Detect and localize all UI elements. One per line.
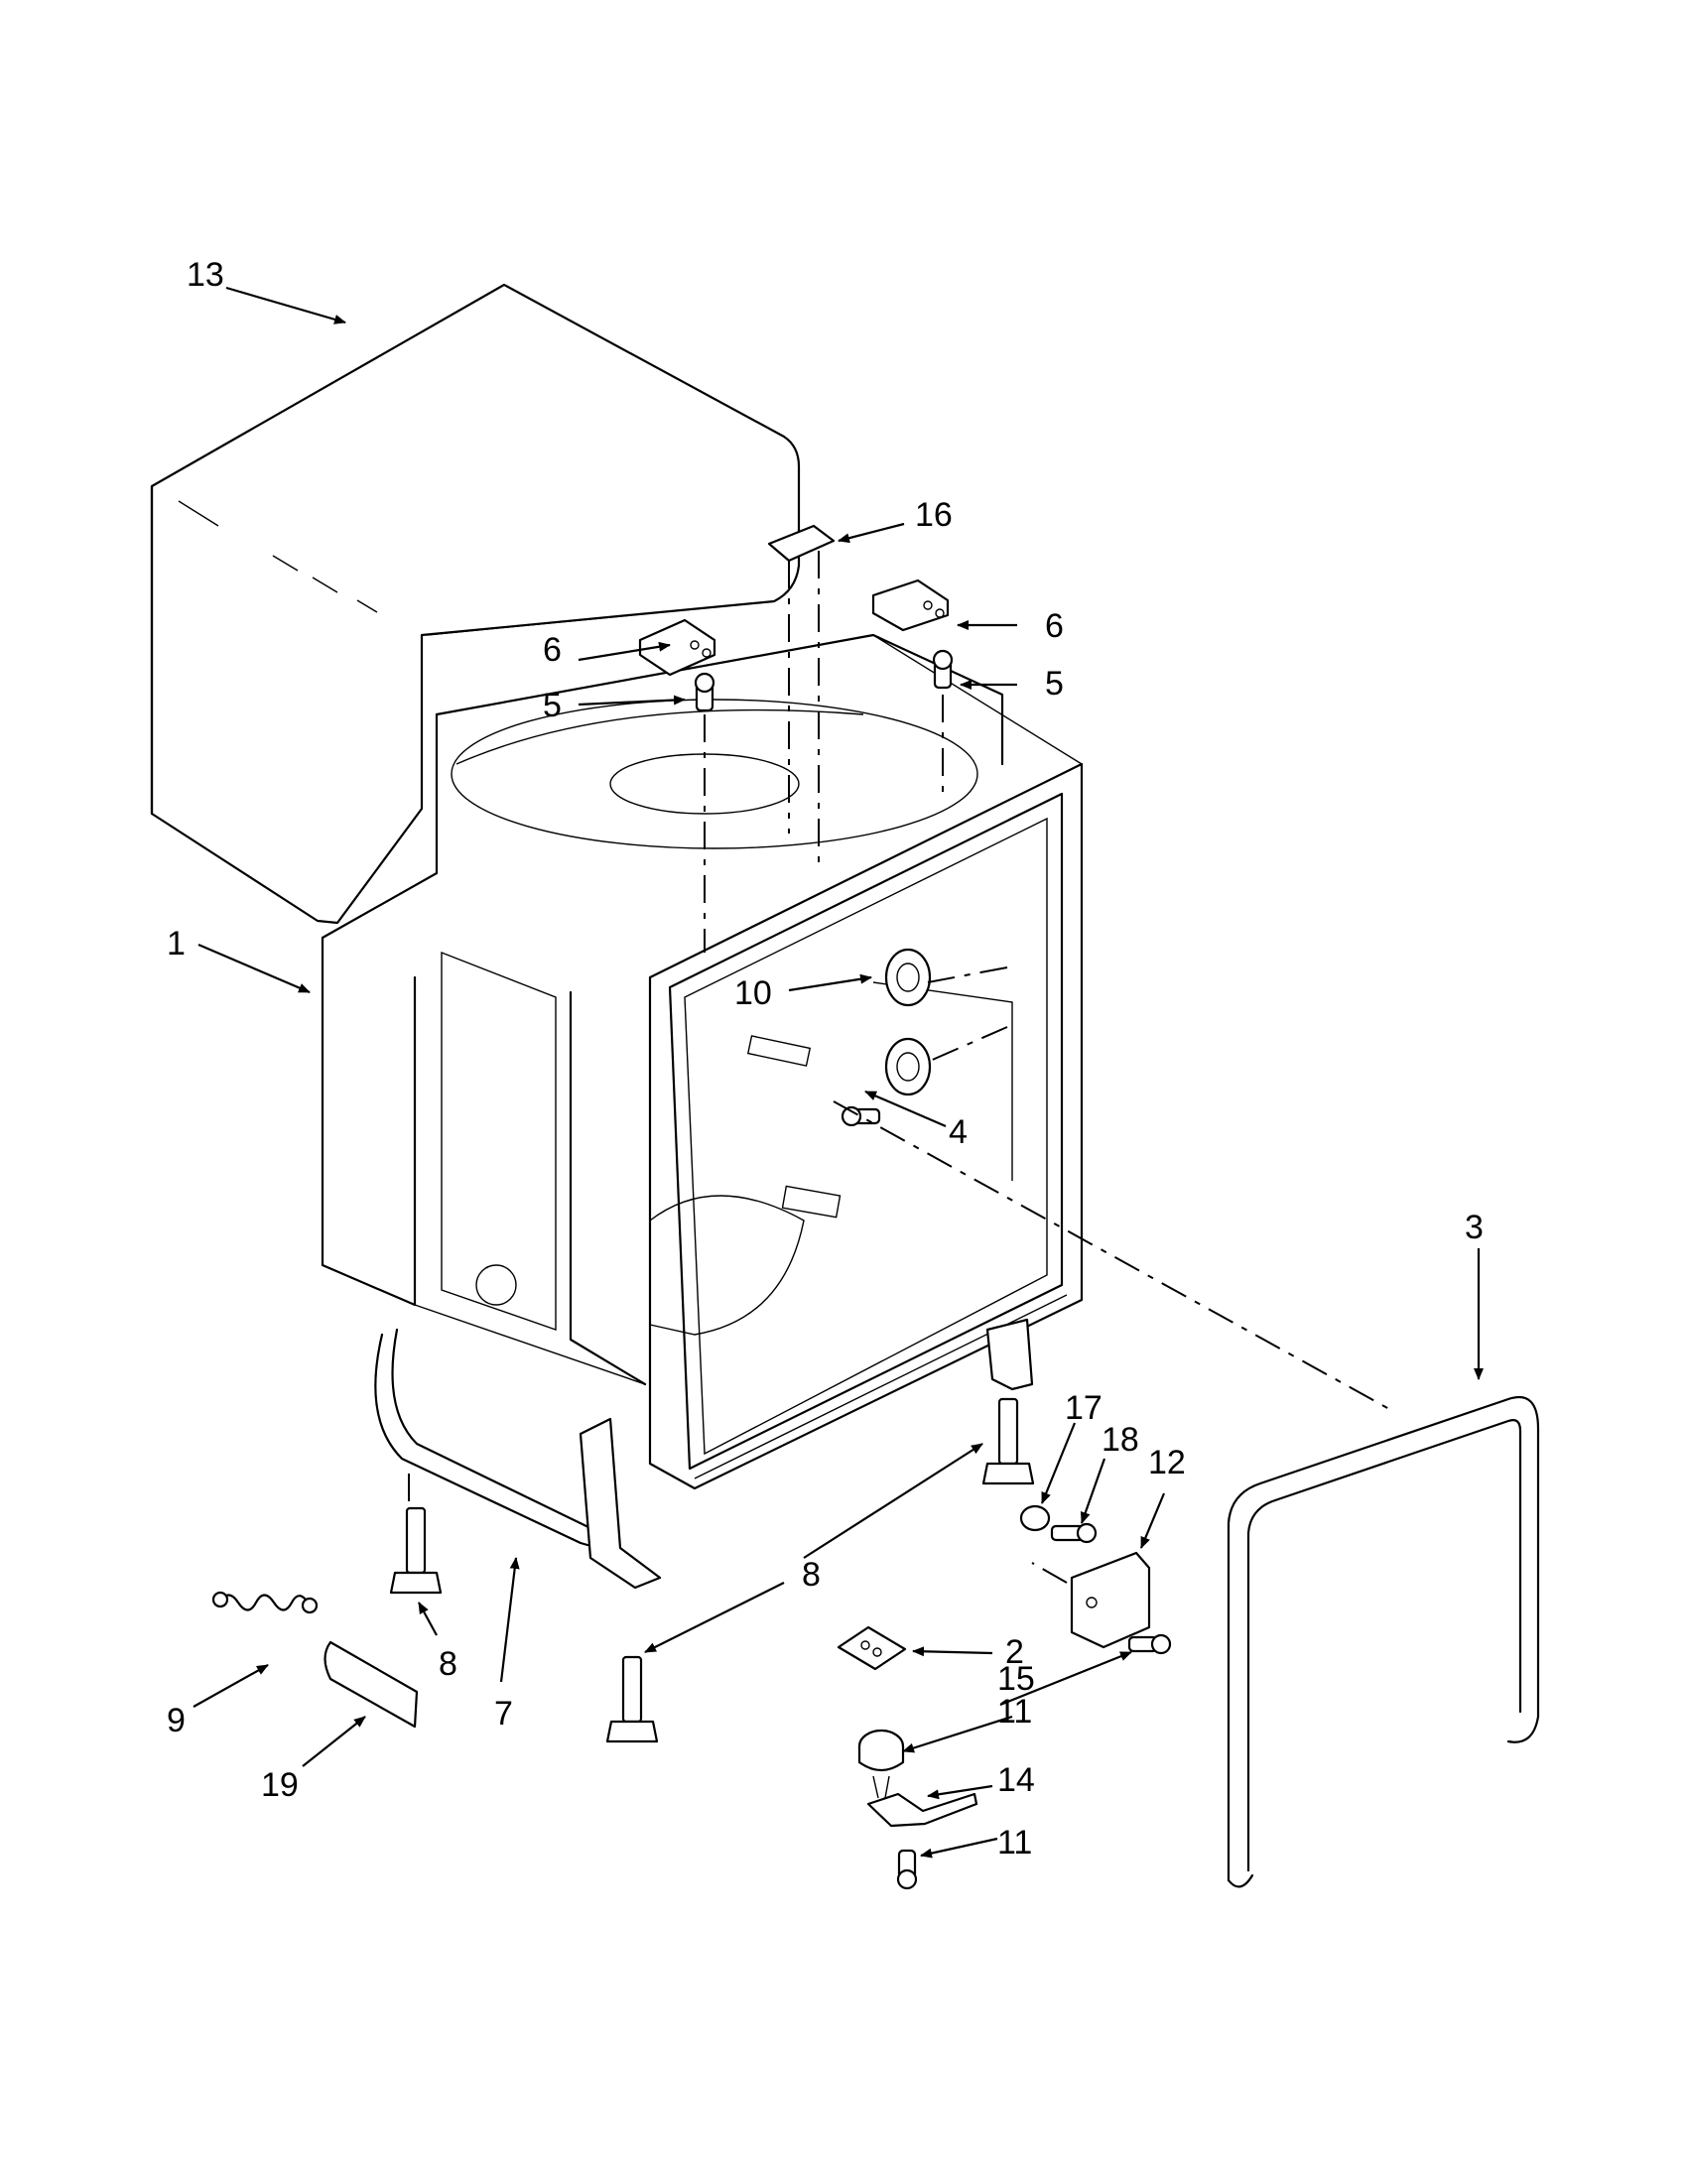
side-bracket — [1070, 1551, 1151, 1649]
callout-12: 12 — [1148, 1444, 1186, 1481]
callout-3: 3 — [1465, 1209, 1484, 1246]
screw-left — [694, 672, 715, 712]
callout-6-right: 6 — [1045, 607, 1064, 645]
insulation-blanket — [150, 283, 801, 925]
door-gasket — [1227, 1396, 1540, 1888]
callout-8-left: 8 — [439, 1645, 457, 1683]
callout-18: 18 — [1102, 1421, 1139, 1459]
thermostat-bracket — [866, 1792, 978, 1828]
leader-lines — [193, 286, 1484, 1859]
callout-4: 4 — [949, 1113, 968, 1151]
callout-labels: 13 1 3 4 5 5 6 6 7 8 8 9 19 10 11 11 12 … — [167, 256, 1484, 1862]
door-spring — [211, 1591, 319, 1614]
callout-11-upper: 11 — [997, 1693, 1032, 1731]
top-bracket — [767, 524, 836, 563]
base-hose — [374, 1328, 617, 1555]
screw-bottom — [896, 1849, 918, 1890]
callout-17: 17 — [1065, 1389, 1103, 1427]
mounting-bracket-right — [871, 578, 950, 632]
callout-11-lower: 11 — [997, 1824, 1032, 1862]
callout-16: 16 — [915, 496, 953, 534]
screw-right — [932, 649, 954, 690]
leveling-leg-center — [605, 1655, 659, 1743]
callout-5-left: 5 — [543, 687, 562, 724]
callout-9: 9 — [167, 1702, 186, 1739]
clip-nut — [1019, 1504, 1051, 1532]
callout-8-center: 8 — [802, 1556, 821, 1594]
callout-6-left: 6 — [543, 631, 562, 669]
insulator-pad — [837, 1625, 907, 1671]
spring-cover — [324, 1640, 419, 1729]
callout-14: 14 — [997, 1761, 1035, 1799]
callout-5-right: 5 — [1045, 665, 1064, 703]
callout-13: 13 — [187, 256, 224, 294]
callout-19: 19 — [261, 1766, 299, 1804]
callout-15: 15 — [997, 1660, 1035, 1698]
thermostat — [857, 1729, 905, 1799]
rack-rollers — [884, 948, 932, 1096]
mounting-bracket-left — [638, 618, 716, 677]
alignment-lines — [408, 551, 1390, 1584]
callout-10: 10 — [734, 974, 772, 1012]
callout-1: 1 — [167, 925, 186, 963]
leg-bracket-left — [579, 1318, 1034, 1590]
tub — [321, 633, 1004, 1386]
leveling-leg-left — [389, 1506, 443, 1595]
roller-screw — [841, 1105, 881, 1127]
leveling-leg-right — [981, 1397, 1035, 1485]
callout-2: 2 — [1005, 1633, 1024, 1671]
callout-7: 7 — [494, 1695, 513, 1733]
clip-screw — [1050, 1522, 1098, 1544]
screw-bracket — [1127, 1633, 1172, 1655]
